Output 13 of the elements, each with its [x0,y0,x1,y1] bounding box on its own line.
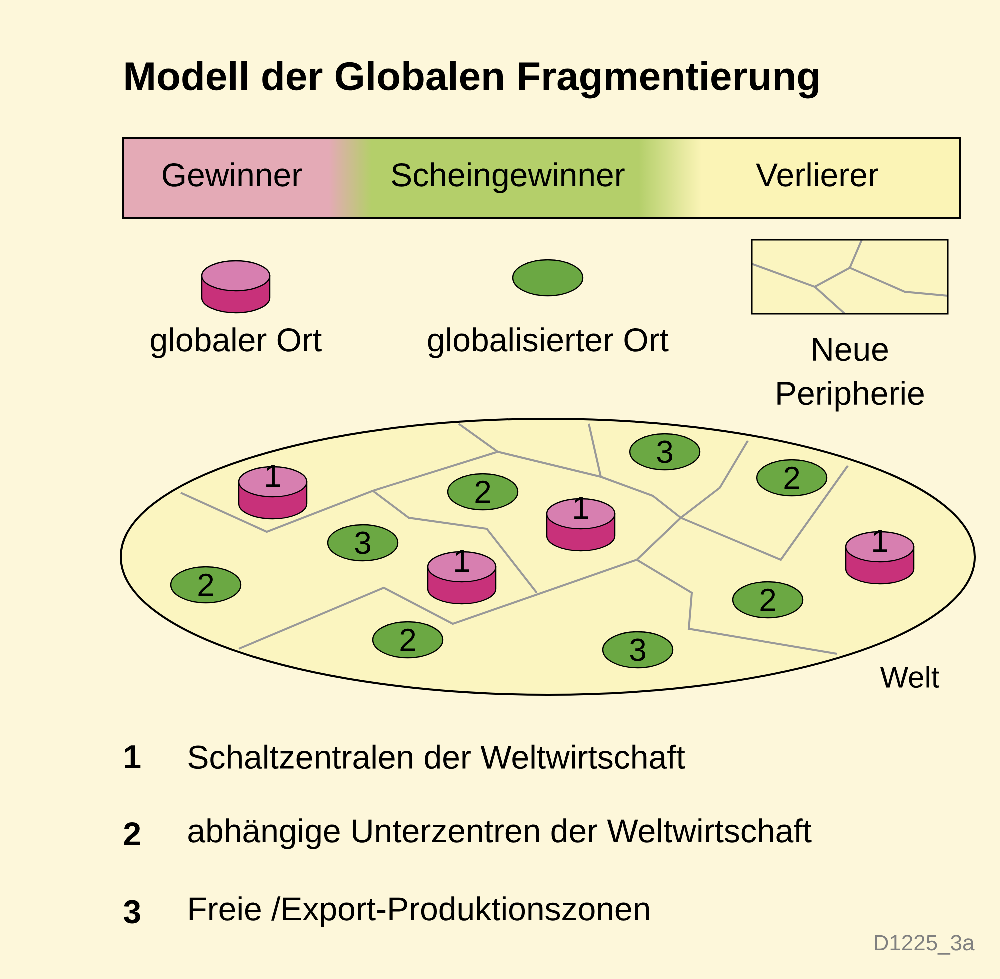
key-number: 2 [124,822,140,846]
legend-label: globaler Ort [151,328,322,358]
world-label: Welt [880,666,940,688]
key-text: Freie /Export-Produktionszonen [190,896,650,928]
key-text: abhängige Unterzentren der Weltwirtschaft [188,818,812,850]
title: Modell der Globalen Fragmentierung [126,61,818,99]
legend-label: globalisierter Ort [428,328,669,358]
figure-code: D1225_3a [875,935,975,955]
category-band: Gewinner Scheingewinner Verlierer [122,137,962,219]
key-number: 1 [125,746,141,768]
key-number: 3 [124,900,140,924]
legend-label: Neue Peripherie [778,338,924,412]
key-text: Schaltzentralen der Weltwirtschaft [188,744,686,770]
